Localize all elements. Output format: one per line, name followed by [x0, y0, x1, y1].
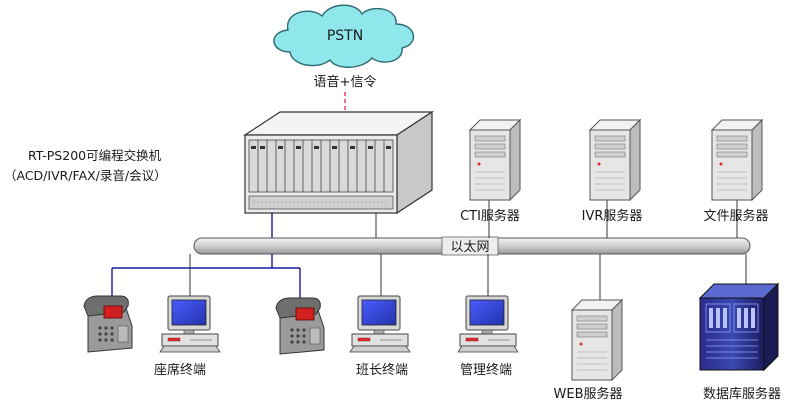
database-server	[698, 282, 780, 372]
agent-phone-2	[275, 297, 325, 355]
web-server-label: WEB服务器	[554, 386, 623, 402]
admin-terminal	[457, 295, 519, 353]
voice-signaling-label: 语音+信令	[314, 74, 377, 90]
ivr-server	[589, 119, 641, 201]
agent-terminal-label: 座席终端	[154, 362, 206, 378]
monitor-terminal	[349, 295, 411, 353]
cti-server-label: CTI服务器	[460, 208, 520, 224]
ivr-server-label: IVR服务器	[582, 208, 643, 224]
ethernet-label-box	[441, 236, 499, 256]
cti-server	[469, 119, 521, 201]
admin-terminal-label: 管理终端	[460, 362, 512, 378]
agent-phone-1	[83, 295, 133, 353]
ethernet-bus: 以太网	[193, 236, 751, 256]
ethernet-label: 以太网	[450, 240, 489, 255]
database-server-label: 数据库服务器	[703, 386, 781, 402]
monitor-terminal-label: 班长终端	[356, 362, 408, 378]
switch-name-label: RT-PS200可编程交换机	[28, 148, 162, 163]
file-server-label: 文件服务器	[703, 208, 768, 224]
cloud-shape	[273, 4, 414, 68]
pstn-label: PSTN	[327, 28, 363, 44]
web-server	[571, 299, 623, 381]
agent-terminal	[159, 295, 221, 353]
switch-functions-label: （ACD/IVR/FAX/录音/会议）	[4, 168, 167, 183]
phone-lines	[111, 213, 301, 298]
file-server	[711, 119, 763, 201]
pstn-cloud: PSTN	[273, 4, 414, 68]
programmable-switch	[242, 110, 435, 215]
